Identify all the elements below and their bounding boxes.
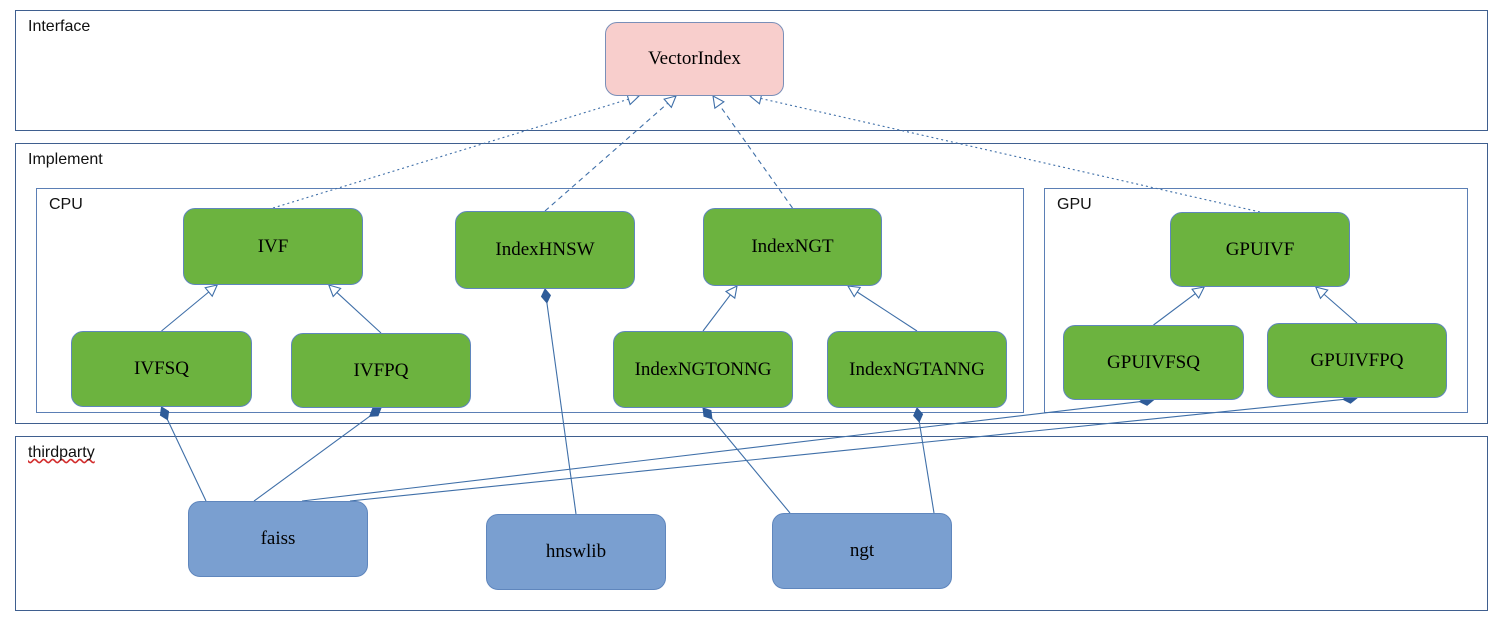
node-ivfsq[interactable]: IVFSQ [71, 331, 252, 407]
node-label-hnswlib: hnswlib [545, 541, 607, 562]
node-label-indexngtanng: IndexNGTANNG [849, 358, 985, 380]
node-faiss[interactable]: faiss [188, 501, 368, 577]
group-label-interface: Interface [28, 18, 91, 35]
node-indexhnsw[interactable]: IndexHNSW [455, 211, 635, 289]
node-label-ivf: IVF [257, 235, 289, 257]
node-gpuivfpq[interactable]: GPUIVFPQ [1267, 323, 1447, 398]
node-label-indexhnsw: IndexHNSW [495, 239, 595, 260]
node-label-ivfsq: IVFSQ [134, 358, 189, 379]
node-label-indexngtonng: IndexNGTONNG [634, 358, 772, 380]
node-gpuivf[interactable]: GPUIVF [1170, 212, 1350, 287]
node-ivf[interactable]: IVF [183, 208, 363, 285]
group-label-cpu: CPU [49, 196, 83, 213]
node-ngt[interactable]: ngt [772, 513, 952, 589]
node-label-vectorindex: VectorIndex [648, 48, 741, 69]
group-label-thirdparty: thirdparty [28, 444, 95, 461]
node-hnswlib[interactable]: hnswlib [486, 514, 666, 590]
node-vectorindex[interactable]: VectorIndex [605, 22, 784, 96]
group-label-gpu: GPU [1057, 196, 1092, 213]
node-label-ngt: ngt [849, 540, 875, 561]
node-label-faiss: faiss [260, 528, 296, 549]
node-indexngtanng[interactable]: IndexNGTANNG [827, 331, 1007, 408]
node-label-gpuivfpq: GPUIVFPQ [1310, 349, 1404, 371]
node-label-gpuivfsq: GPUIVFSQ [1107, 351, 1200, 373]
node-label-ivfpq: IVFPQ [353, 359, 409, 381]
node-label-gpuivf: GPUIVF [1225, 238, 1295, 260]
node-gpuivfsq[interactable]: GPUIVFSQ [1063, 325, 1244, 400]
node-ivfpq[interactable]: IVFPQ [291, 333, 471, 408]
node-label-indexngt: IndexNGT [751, 236, 834, 257]
node-indexngt[interactable]: IndexNGT [703, 208, 882, 286]
node-indexngtonng[interactable]: IndexNGTONNG [613, 331, 793, 408]
group-label-implement: Implement [28, 151, 103, 168]
